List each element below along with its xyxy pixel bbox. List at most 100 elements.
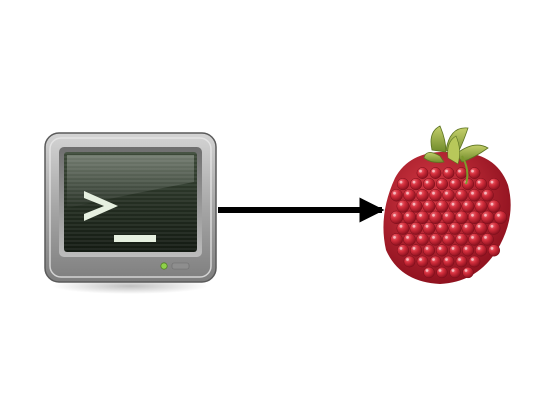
drupelet-highlight (490, 202, 494, 206)
raspberry-drupelet (416, 167, 429, 179)
raspberry-drupelet (474, 199, 488, 213)
drupelet-highlight (451, 224, 455, 228)
drupelet-highlight (438, 224, 442, 228)
prompt-cursor-icon (114, 235, 156, 242)
raspberry-drupelet (403, 255, 416, 268)
drupelet-highlight (477, 180, 481, 184)
raspberry-drupelet (423, 266, 435, 279)
raspberry-drupelet (389, 210, 404, 224)
drupelet-highlight (399, 202, 403, 206)
raspberry-drupelet (442, 233, 455, 246)
drupelet-highlight (464, 247, 468, 250)
raspberry-drupelet (435, 244, 449, 257)
drupelet-highlight (438, 269, 442, 272)
drupelet-highlight (471, 191, 474, 195)
drupelet-highlight (432, 191, 435, 195)
raspberry-drupelet (409, 244, 423, 257)
drupelet-highlight (425, 269, 429, 272)
raspberry-drupelet (396, 199, 410, 213)
drupelet-highlight (425, 224, 429, 228)
drupelet-highlight (451, 202, 455, 206)
drupelet-highlight (399, 224, 403, 228)
raspberry-drupelet (461, 178, 475, 191)
drupelet-highlight (406, 258, 409, 261)
drupelet-highlight (458, 213, 461, 217)
raspberry-drupelet (429, 233, 442, 246)
raspberry-drupelet (481, 188, 494, 202)
raspberry-drupelet (429, 255, 442, 268)
drupelet-highlight (445, 236, 448, 239)
drupelet-highlight (464, 269, 468, 272)
raspberry-drupelet (436, 266, 448, 279)
raspberry-drupelet (396, 244, 410, 257)
raspberry-drupelet (448, 199, 462, 213)
raspberry-drupelet (461, 244, 475, 257)
drupelet-highlight (490, 224, 494, 228)
monitor-button-icon (171, 262, 190, 270)
raspberry-drupelet (442, 188, 455, 202)
raspberry-drupelet (468, 233, 481, 246)
drupelet-highlight (432, 258, 435, 261)
drupelet-highlight (438, 247, 442, 250)
raspberry-drupelet (435, 199, 449, 213)
status-led-icon (160, 262, 168, 270)
drupelet-highlight (419, 191, 422, 195)
drupelet-highlight (425, 247, 429, 250)
raspberry-drupelet (428, 210, 443, 224)
raspberry-drupelet (396, 178, 410, 191)
drupelet-highlight (464, 202, 468, 206)
drupelet-highlight (471, 258, 474, 261)
drupelet-highlight (445, 258, 448, 261)
drupelet-highlight (399, 247, 403, 250)
raspberry-drupelet (462, 266, 474, 279)
drupelet-highlight (419, 169, 422, 173)
raspberry-drupelet (468, 167, 481, 179)
raspberry-drupelet (435, 221, 449, 235)
raspberry-drupelet (416, 188, 429, 202)
raspberry-drupelet (403, 233, 416, 246)
drupelet-highlight (406, 191, 409, 195)
raspberry-drupelet (422, 178, 436, 191)
drupelet-highlight (438, 180, 442, 184)
raspberry-drupelet (442, 255, 455, 268)
drupelet-highlight (438, 202, 442, 206)
raspberry-drupelet (487, 244, 501, 257)
drupelet-highlight (406, 213, 409, 217)
raspberry-drupelet (422, 244, 436, 257)
drupelet-highlight (464, 224, 468, 228)
raspberry-drupelet (487, 178, 501, 191)
raspberry-drupelets (389, 167, 508, 279)
raspberry-drupelet (402, 210, 417, 224)
raspberry-drupelet (429, 167, 442, 179)
drupelet-highlight (425, 202, 429, 206)
raspberry-drupelet (416, 233, 429, 246)
raspberry-drupelet (493, 210, 508, 224)
drupelet-highlight (458, 258, 461, 261)
raspberry-drupelet (461, 221, 475, 235)
raspberry-drupelet (474, 178, 488, 191)
drupelet-highlight (432, 213, 435, 217)
drupelet-highlight (458, 191, 461, 195)
drupelet-highlight (484, 236, 487, 239)
raspberry-drupelet (409, 221, 423, 235)
raspberry-drupelet (468, 255, 481, 268)
drupelet-highlight (477, 224, 481, 228)
terminal-icon (44, 132, 217, 294)
drupelet-highlight (484, 191, 487, 195)
raspberry-drupelet (468, 188, 481, 202)
drupelet-highlight (445, 213, 448, 217)
drupelet-highlight (393, 236, 396, 239)
raspberry-calyx-icon (423, 125, 489, 185)
prompt-chevron-icon (84, 191, 118, 221)
raspberry-drupelet (455, 167, 468, 179)
drupelet-highlight (471, 213, 474, 217)
drupelet-highlight (458, 236, 461, 239)
drupelet-highlight (445, 169, 448, 173)
drupelet-highlight (451, 247, 455, 250)
raspberry-drupelet (455, 233, 468, 246)
drupelet-highlight (477, 247, 481, 250)
screen-glare (67, 155, 194, 208)
raspberry-drupelet (429, 188, 442, 202)
